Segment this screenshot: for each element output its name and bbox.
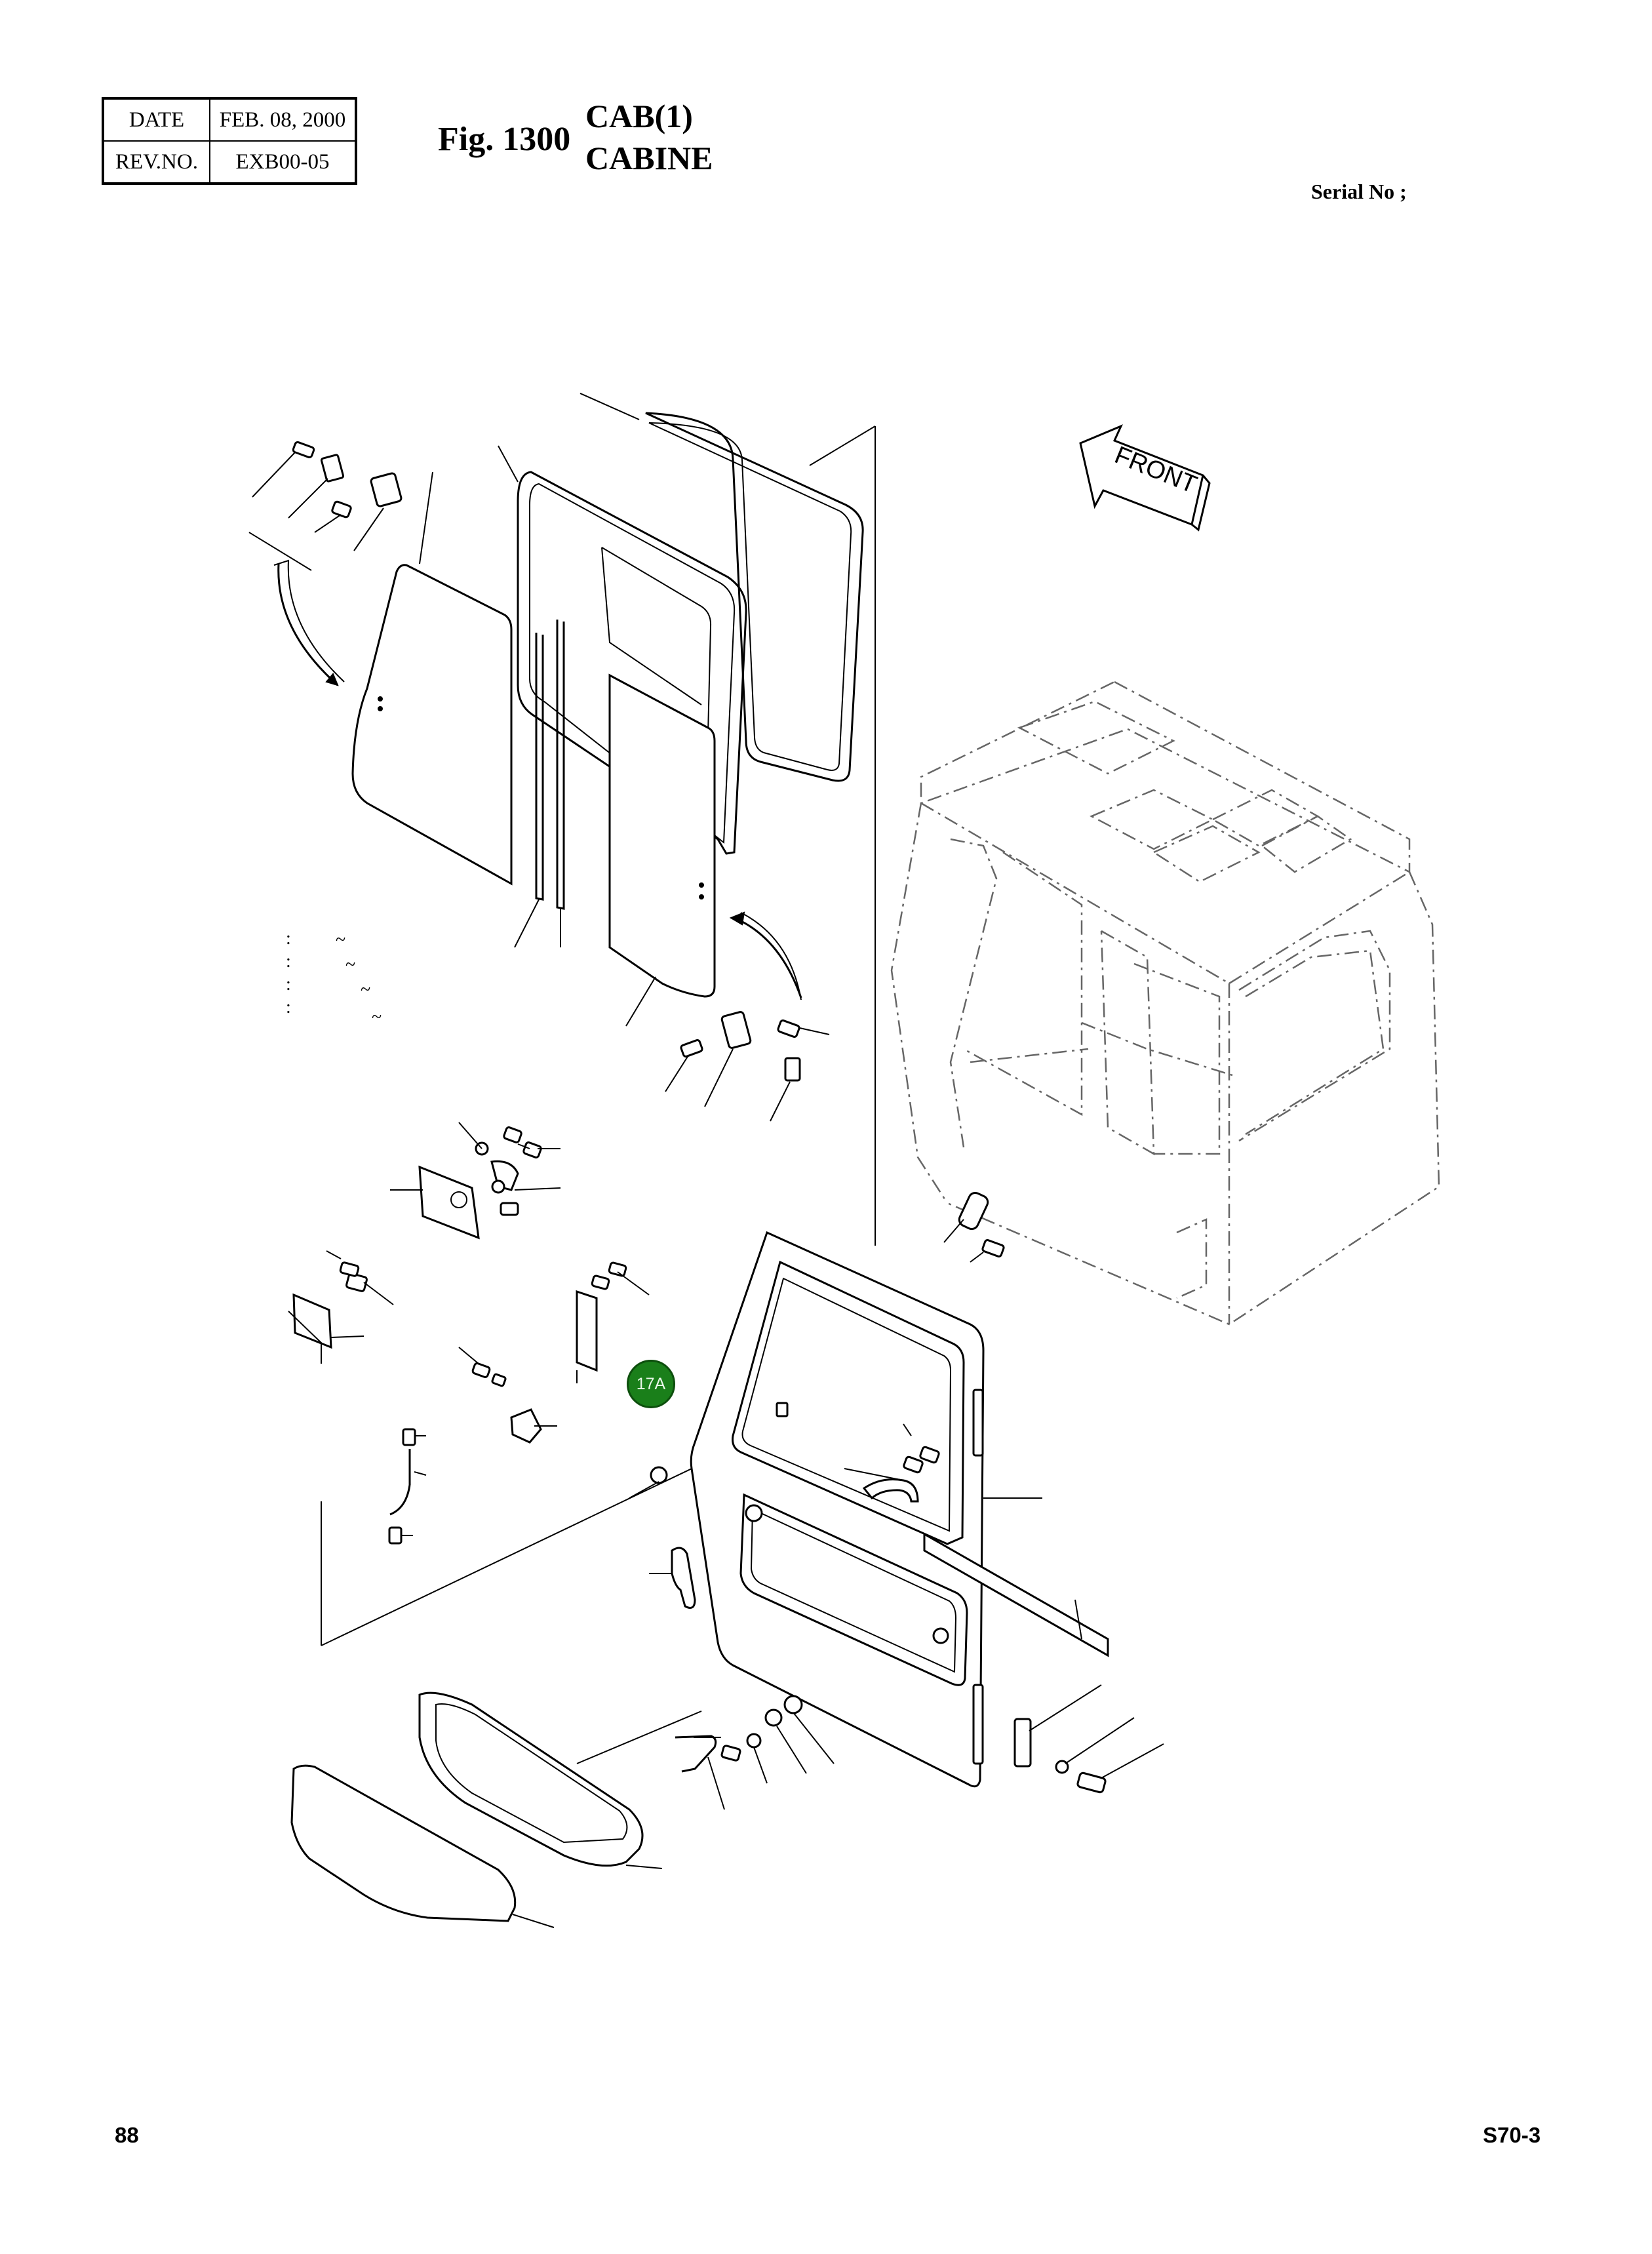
front-direction-arrow: FRONT (1079, 424, 1211, 532)
revision-value: EXB00-05 (209, 140, 357, 184)
svg-text:~: ~ (372, 1007, 382, 1027)
date-label: DATE (102, 98, 210, 142)
cab-body-phantom (890, 681, 1440, 1326)
svg-text::: : (286, 997, 291, 1018)
door-lock-plate-assembly (390, 1122, 561, 1240)
svg-text::: : (286, 951, 291, 972)
assembly-direction-arrows (273, 559, 802, 1000)
door-catch-assembly (288, 1250, 650, 1444)
door-rod-assembly (388, 1428, 427, 1545)
svg-text::: : (286, 974, 291, 995)
side-latch-hardware (665, 1011, 830, 1122)
svg-text:~: ~ (345, 955, 355, 975)
date-row: DATE FEB. 08, 2000 (102, 98, 357, 142)
revision-info-table: DATE FEB. 08, 2000 REV.NO. EXB00-05 (102, 97, 357, 185)
rear-window-seal (580, 393, 864, 782)
part-17a-callout[interactable]: 17A (627, 1360, 675, 1408)
page-number: 88 (115, 2123, 139, 2147)
serial-number-label: Serial No ; (1311, 180, 1407, 203)
glass-seal-strips (514, 620, 565, 948)
lower-window-seal (418, 1691, 702, 1869)
cab-hinge-bracket (943, 1191, 1005, 1263)
lower-door-glass (290, 1764, 555, 1928)
figure-number: Fig. 1300 (438, 121, 571, 158)
svg-text::: : (286, 928, 291, 949)
door-weather-strip (923, 1532, 1109, 1657)
upper-latch-hardware (248, 441, 403, 571)
note-marks: : ~ : ~ : ~ : ~ (286, 928, 382, 1027)
svg-text:~: ~ (361, 979, 370, 1000)
svg-text:~: ~ (336, 930, 345, 950)
figure-title-primary: CAB(1) (585, 98, 693, 134)
figure-title-secondary: CABINE (585, 140, 713, 176)
callout-label: 17A (636, 1375, 666, 1393)
door-hinge-hardware (675, 1684, 1164, 1810)
cab-door-frame (690, 1231, 1042, 1788)
revision-row: REV.NO. EXB00-05 (102, 140, 357, 184)
date-value: FEB. 08, 2000 (209, 98, 357, 142)
door-handle-parts (629, 1423, 940, 1609)
revision-label: REV.NO. (102, 140, 210, 184)
left-upper-glass (351, 471, 513, 886)
exploded-view-frame (321, 425, 876, 1646)
right-sliding-glass (608, 673, 716, 1027)
model-code: S70-3 (1483, 2123, 1541, 2147)
